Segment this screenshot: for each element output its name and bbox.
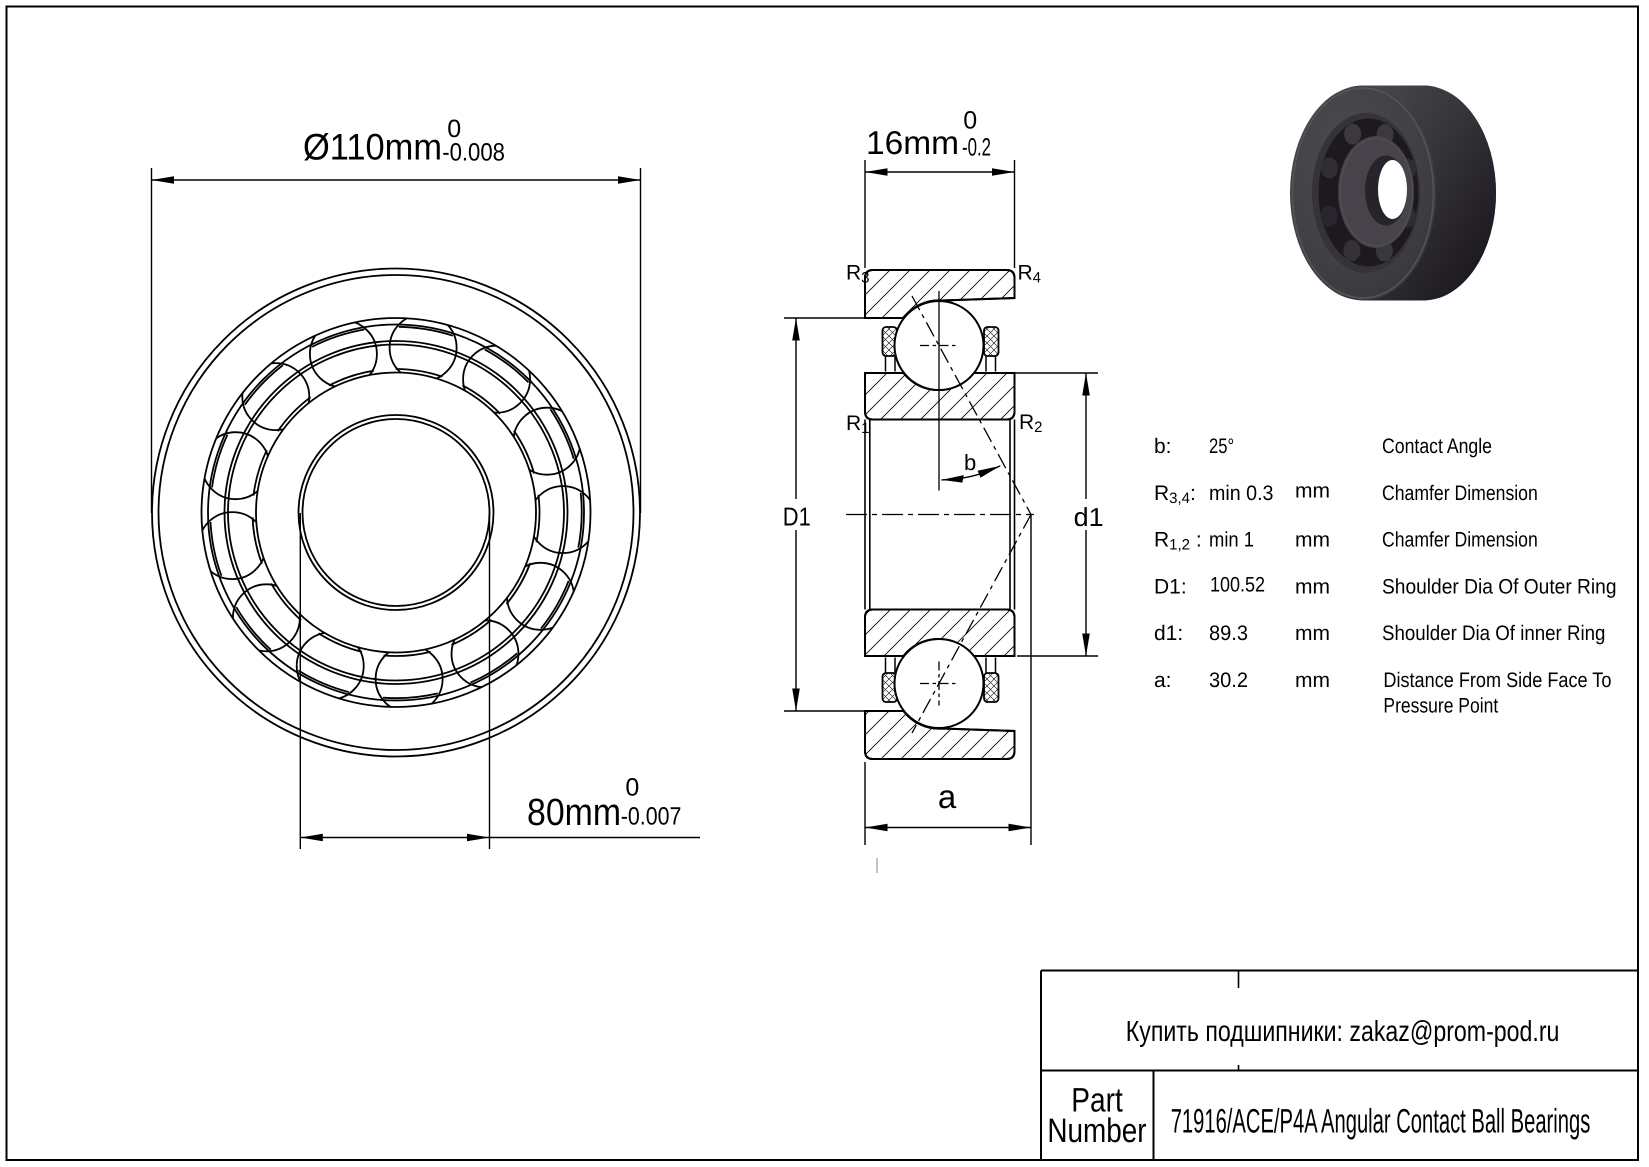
contact-line-top: [911, 295, 1032, 515]
r4-label: R4: [1018, 262, 1042, 287]
contact-text: Купить подшипники: zakaz@prom-pod.ru: [1126, 1016, 1560, 1048]
bearing-3d-render: [1290, 85, 1496, 301]
bore-circle-b: [301, 418, 491, 607]
width-dim-sup: 0: [963, 107, 977, 135]
cage-step-circle-a: [223, 340, 569, 685]
spec-label: R3,4:: [1154, 482, 1196, 507]
ball-outer-arcs: [209, 325, 583, 700]
cage-outer-rim-circle: [207, 323, 585, 702]
spec-desc: Shoulder Dia Of inner Ring: [1382, 622, 1605, 645]
outer-ring-edge-circle: [157, 274, 635, 751]
cage-step-circle-b: [227, 343, 565, 682]
inner-ring-shoulder-circle: [255, 371, 537, 654]
spec-label: d1:: [1154, 622, 1183, 645]
contact-angle-label: b: [964, 450, 976, 475]
spec-value: 25°: [1209, 435, 1234, 458]
spec-table: b: 25° Contact Angle R3,4: min 0.3 mm Ch…: [1154, 435, 1617, 718]
a-dimension: [864, 514, 1032, 873]
r2-label: R2: [1019, 411, 1043, 436]
outer-ring-shoulder-circle: [200, 317, 592, 708]
spec-unit: mm: [1295, 529, 1330, 552]
inner-ring-bottom-section: [864, 608, 1016, 657]
render-inner-ring-rim: [1339, 137, 1414, 247]
d1-inner-label: d1: [1074, 502, 1104, 532]
contact-line-bottom: [911, 514, 1032, 734]
spec-value: 89.3: [1209, 622, 1248, 645]
bore-dim-text: 80mm: [527, 792, 621, 834]
render-bore-hole: [1378, 160, 1407, 219]
spec-unit: mm: [1295, 669, 1330, 692]
outer-dim-sub: -0.008: [442, 139, 505, 167]
title-block: [1040, 969, 1638, 1160]
part-label-line1: Part: [1071, 1082, 1123, 1120]
bore-dim-sub: -0.007: [621, 803, 682, 831]
arrow-bore-right: [467, 833, 490, 842]
spec-value: min 0.3: [1209, 482, 1274, 505]
r3-label: R3: [846, 262, 870, 287]
inner-ring-top-section: [864, 372, 1016, 421]
page-border: [5, 5, 1639, 1161]
spec-desc: Contact Angle: [1382, 435, 1492, 458]
center-lines: [846, 291, 1034, 734]
bore-dim-sup: 0: [625, 774, 639, 802]
spec-unit: mm: [1295, 622, 1330, 645]
spec-desc: Shoulder Dia Of Outer Ring: [1382, 575, 1617, 598]
cage-top: [881, 326, 1000, 372]
arrow-b-right: [977, 465, 1001, 478]
spec-label: D1:: [1154, 575, 1187, 598]
contact-angle-dim: b: [941, 450, 1001, 483]
bore-circle-a: [297, 414, 495, 611]
spec-desc: Distance From Side Face To: [1383, 669, 1611, 692]
spec-desc: Chamfer Dimension: [1382, 482, 1538, 505]
a-dim-label: a: [938, 778, 957, 815]
cage-bottom: [881, 657, 1000, 703]
arrow-b-left: [941, 475, 964, 483]
d1-outer-label: D1: [783, 502, 811, 532]
section-view: 16mm 0 -0.2 D1 d1 b: [779, 107, 1106, 873]
spec-unit: mm: [1295, 575, 1330, 598]
front-view-dim-text: Ø110mm 0 -0.008 80mm 0 -0.007: [303, 115, 681, 834]
arrow-bore-left: [300, 833, 323, 842]
arrow-outer-right: [618, 176, 641, 184]
ball-inner-arcs: [251, 368, 541, 657]
outer-dim-text: Ø110mm: [303, 127, 442, 168]
spec-desc2: Pressure Point: [1383, 695, 1498, 718]
width-dim-text: 16mm: [866, 124, 959, 161]
spec-label: R1,2 :: [1154, 529, 1202, 554]
front-view: [151, 267, 641, 758]
spec-desc: Chamfer Dimension: [1382, 529, 1538, 552]
width-dimension: [864, 160, 1016, 268]
spec-label: b:: [1154, 435, 1172, 458]
width-dim-sub: -0.2: [962, 133, 991, 161]
d1-outer-label-bg: [779, 499, 815, 530]
front-view-dimensions: [150, 168, 700, 849]
spec-unit: mm: [1295, 480, 1330, 503]
part-label-line2: Number: [1047, 1112, 1146, 1150]
arrow-outer-left: [151, 176, 174, 184]
spec-value: min 1: [1209, 529, 1254, 552]
spec-label: a:: [1154, 669, 1172, 692]
part-value: 71916/ACE/P4A Angular Contact Ball Beari…: [1171, 1103, 1591, 1141]
d1-inner-label-bg: [1070, 499, 1106, 530]
r1-label: R1: [846, 412, 870, 437]
spec-value: 30.2: [1209, 669, 1248, 692]
outer-dim-sup: 0: [447, 115, 461, 143]
render-face-rim: [1291, 87, 1435, 299]
spec-value: 100.52: [1210, 574, 1265, 597]
